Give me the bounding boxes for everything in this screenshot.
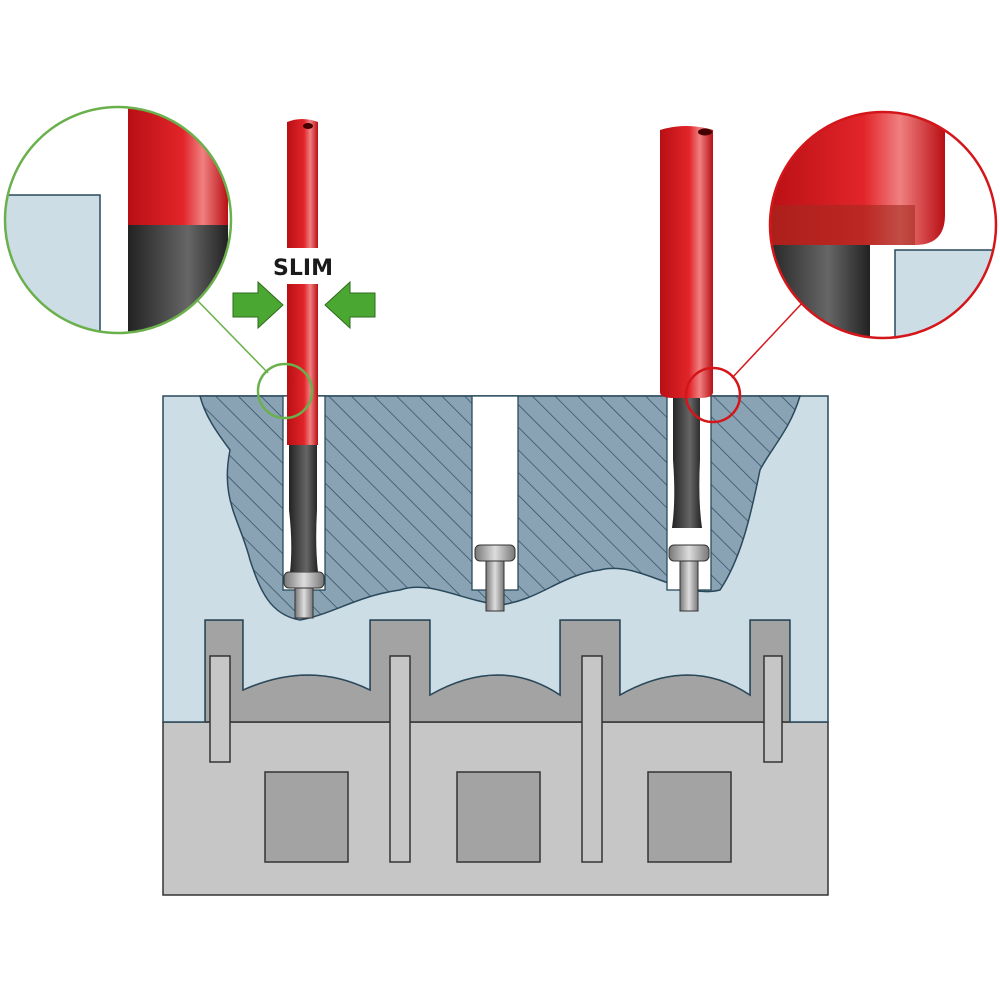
slim-label: SLIM bbox=[273, 256, 333, 281]
slim-detail-callout bbox=[3, 105, 314, 420]
contact-pins bbox=[209, 655, 783, 863]
arrow-left-icon bbox=[324, 280, 376, 330]
slim-screwdriver bbox=[276, 119, 331, 572]
arrow-right-icon bbox=[232, 280, 284, 330]
conventional-screwdriver bbox=[660, 126, 713, 528]
conventional-detail-callout bbox=[684, 110, 998, 424]
terminal-screws bbox=[283, 544, 710, 619]
